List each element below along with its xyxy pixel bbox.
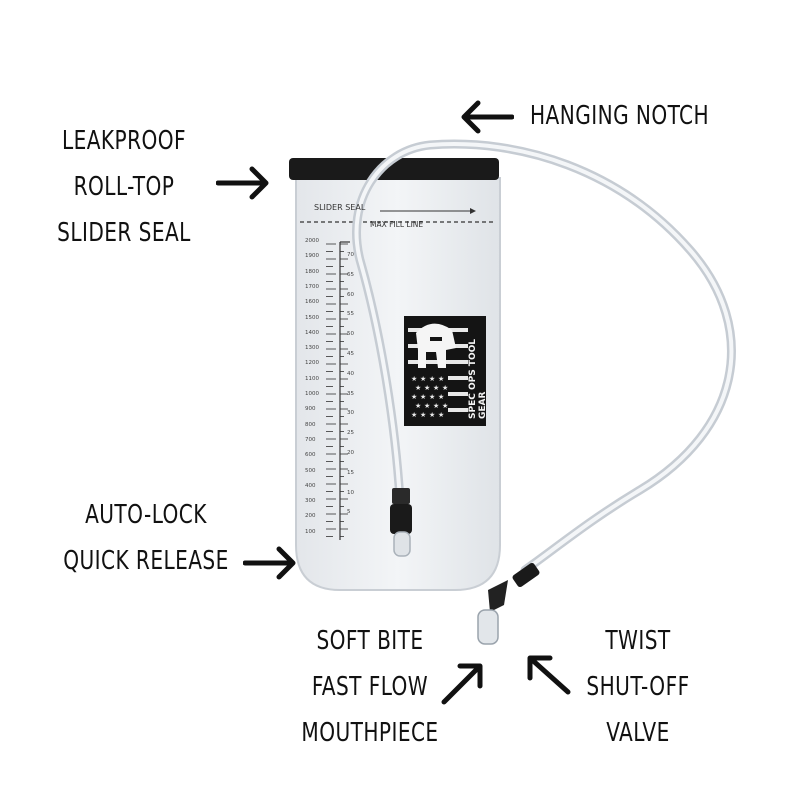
oz-scale-label: 65 [347, 271, 354, 278]
callout-leakproof-line-2: ROLL-TOP [73, 172, 175, 202]
callout-hanging-notch-line-1: HANGING NOTCH [530, 101, 710, 131]
svg-text:★: ★ [415, 402, 421, 410]
measurement-ticks [326, 243, 348, 537]
svg-text:★: ★ [411, 411, 417, 419]
svg-text:★: ★ [442, 384, 448, 392]
oz-scale-label: 15 [347, 469, 354, 476]
ml-scale-label: 200 [305, 513, 316, 520]
flag-logo: ★★★★★★★★★★★★★★★★★★★★ [404, 316, 486, 426]
arrow-left-icon [458, 100, 514, 134]
oz-scale-label: 40 [347, 370, 354, 377]
ml-scale-label: 1900 [305, 253, 319, 260]
callout-soft-bite-line-1: SOFT BITE [316, 626, 424, 656]
svg-text:★: ★ [429, 393, 435, 401]
callout-hanging-notch: HANGING NOTCH [530, 93, 709, 139]
oz-scale-label: 35 [347, 390, 354, 397]
ml-scale-label: 1200 [305, 360, 319, 367]
ml-scale-label: 700 [305, 436, 316, 443]
callout-auto-lock-line-2: QUICK RELEASE [63, 546, 229, 576]
callout-auto-lock-line-1: AUTO-LOCK [85, 500, 207, 530]
arrow-right-icon [216, 166, 272, 200]
ml-scale-label: 1000 [305, 391, 319, 397]
ml-scale-label: 900 [305, 406, 316, 413]
ml-scale-label: 600 [305, 452, 316, 459]
ml-scale-label: 1100 [305, 375, 319, 382]
callout-twist-line-3: VALVE [606, 718, 670, 748]
oz-scale-label: 60 [347, 291, 354, 298]
ml-scale-label: 500 [305, 467, 316, 474]
svg-text:★: ★ [420, 411, 426, 419]
svg-text:★: ★ [420, 375, 426, 383]
ml-scale-label: 400 [305, 482, 316, 489]
oz-scale-label: 45 [347, 351, 354, 357]
callout-leakproof-line-3: SLIDER SEAL [57, 218, 191, 248]
svg-text:★: ★ [429, 375, 435, 383]
callout-leakproof-line-1: LEAKPROOF [61, 126, 187, 156]
svg-text:★: ★ [438, 375, 444, 383]
callout-twist-line-1: TWIST [605, 626, 671, 656]
svg-text:★: ★ [433, 402, 439, 410]
oz-scale-label: 25 [347, 430, 354, 437]
oz-scale-label: 5 [347, 509, 351, 516]
slider-seal-print: SLIDER SEAL [314, 203, 366, 212]
oz-scale-label: 20 [347, 450, 354, 456]
arrow-up-left-icon [522, 650, 572, 696]
callout-twist: TWIST SHUT-OFF VALVE [561, 618, 716, 756]
svg-text:★: ★ [424, 402, 430, 410]
oz-scale-label: 30 [347, 410, 354, 417]
svg-text:★: ★ [420, 393, 426, 401]
svg-text:★: ★ [433, 384, 439, 392]
ml-scale-label: 300 [305, 498, 316, 505]
arrow-up-right-icon [440, 660, 486, 706]
ml-scale-label: 1800 [305, 268, 319, 275]
svg-text:★: ★ [411, 375, 417, 383]
callout-twist-line-2: SHUT-OFF [586, 672, 690, 702]
ml-scale-label: 1400 [305, 329, 319, 336]
oz-scale-label: 10 [347, 489, 354, 496]
svg-text:★: ★ [442, 402, 448, 410]
oz-scale-label: 55 [347, 311, 354, 318]
max-fill-print: MAX FILL LINE [370, 220, 424, 229]
ml-scale-label: 1500 [305, 314, 319, 321]
callout-auto-lock: AUTO-LOCK QUICK RELEASE [60, 492, 232, 584]
ml-scale-label: 2000 [305, 238, 319, 244]
svg-text:★: ★ [415, 384, 421, 392]
ml-scale-label: 1700 [305, 283, 319, 290]
svg-text:★: ★ [438, 411, 444, 419]
ml-scale-label: 800 [305, 421, 316, 428]
oz-scale-label: 70 [347, 252, 354, 258]
quick-release-connector [390, 488, 412, 557]
callout-soft-bite: SOFT BITE FAST FLOW MOUTHPIECE [284, 618, 456, 756]
arrow-right-icon [243, 546, 299, 580]
ml-scale-label: 100 [305, 528, 316, 535]
svg-text:★: ★ [424, 384, 430, 392]
ml-scale-label: 1300 [305, 345, 319, 352]
svg-text:★: ★ [438, 393, 444, 401]
callout-leakproof: LEAKPROOF ROLL-TOP SLIDER SEAL [38, 118, 210, 256]
svg-text:★: ★ [411, 393, 417, 401]
callout-soft-bite-line-2: FAST FLOW [311, 672, 429, 702]
oz-scale-label: 50 [347, 331, 354, 338]
bladder-body [295, 177, 501, 591]
ml-scale-label: 1600 [305, 299, 319, 306]
brand-text: SPEC OPS TOOL GEAR [468, 338, 488, 419]
roll-top-seal [289, 158, 499, 180]
callout-soft-bite-line-3: MOUTHPIECE [301, 718, 439, 748]
bite-valve-assembly [477, 562, 540, 645]
svg-text:★: ★ [429, 411, 435, 419]
